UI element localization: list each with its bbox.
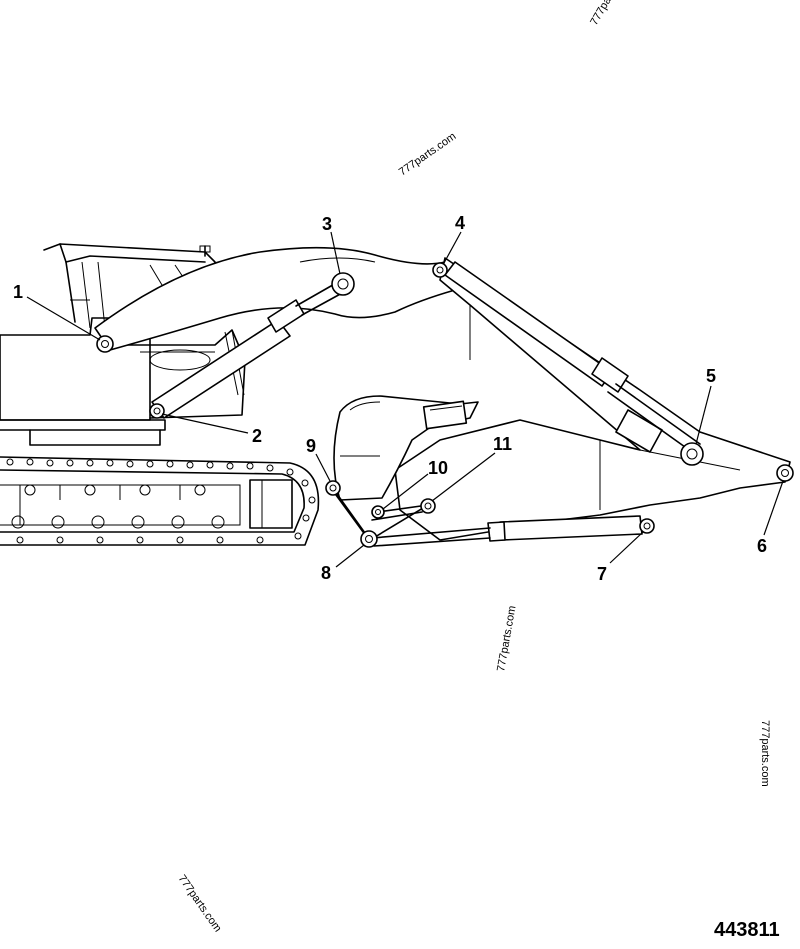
watermark: 777parts.com [759, 720, 771, 787]
pin-joints [96, 262, 794, 548]
callout-1: 1 [13, 282, 23, 302]
track-undercarriage [0, 456, 320, 546]
pin-1 [96, 335, 114, 353]
callout-9: 9 [306, 436, 316, 456]
track-links [6, 458, 316, 544]
callout-10: 10 [428, 458, 448, 478]
track-rollers [11, 484, 225, 529]
bucket [333, 395, 479, 501]
boom-cylinder [151, 281, 345, 419]
callout-7: 7 [597, 564, 607, 584]
pin-3 [331, 272, 355, 296]
watermark: 777parts.com [176, 873, 224, 934]
boom [94, 246, 459, 351]
stick-cylinder [444, 261, 701, 453]
callout-11: 11 [493, 434, 512, 454]
pin-9 [325, 480, 341, 496]
callout-5: 5 [706, 366, 716, 386]
pin-8 [360, 530, 378, 548]
pin-5 [680, 442, 704, 466]
callout-6: 6 [757, 536, 767, 556]
callout-2: 2 [252, 426, 262, 446]
watermark: 777parts.com [495, 605, 518, 673]
pin-10 [371, 505, 385, 519]
watermark: 777parts.com [397, 130, 458, 178]
bucket-cylinder [371, 515, 643, 547]
callout-labels: 1 2 3 4 5 6 7 8 9 10 11 [13, 213, 767, 584]
pin-11 [420, 498, 436, 514]
pin-4 [432, 262, 448, 278]
leader-lines [26, 231, 784, 568]
stick-arm [394, 257, 791, 541]
pin-6 [776, 464, 794, 482]
pin-7 [639, 518, 655, 534]
callout-8: 8 [321, 563, 331, 583]
watermark: 777parts.com [588, 0, 632, 28]
callout-4: 4 [455, 213, 465, 233]
callout-3: 3 [322, 214, 332, 234]
pin-2 [149, 403, 165, 419]
document-number: 443811 [714, 919, 780, 941]
